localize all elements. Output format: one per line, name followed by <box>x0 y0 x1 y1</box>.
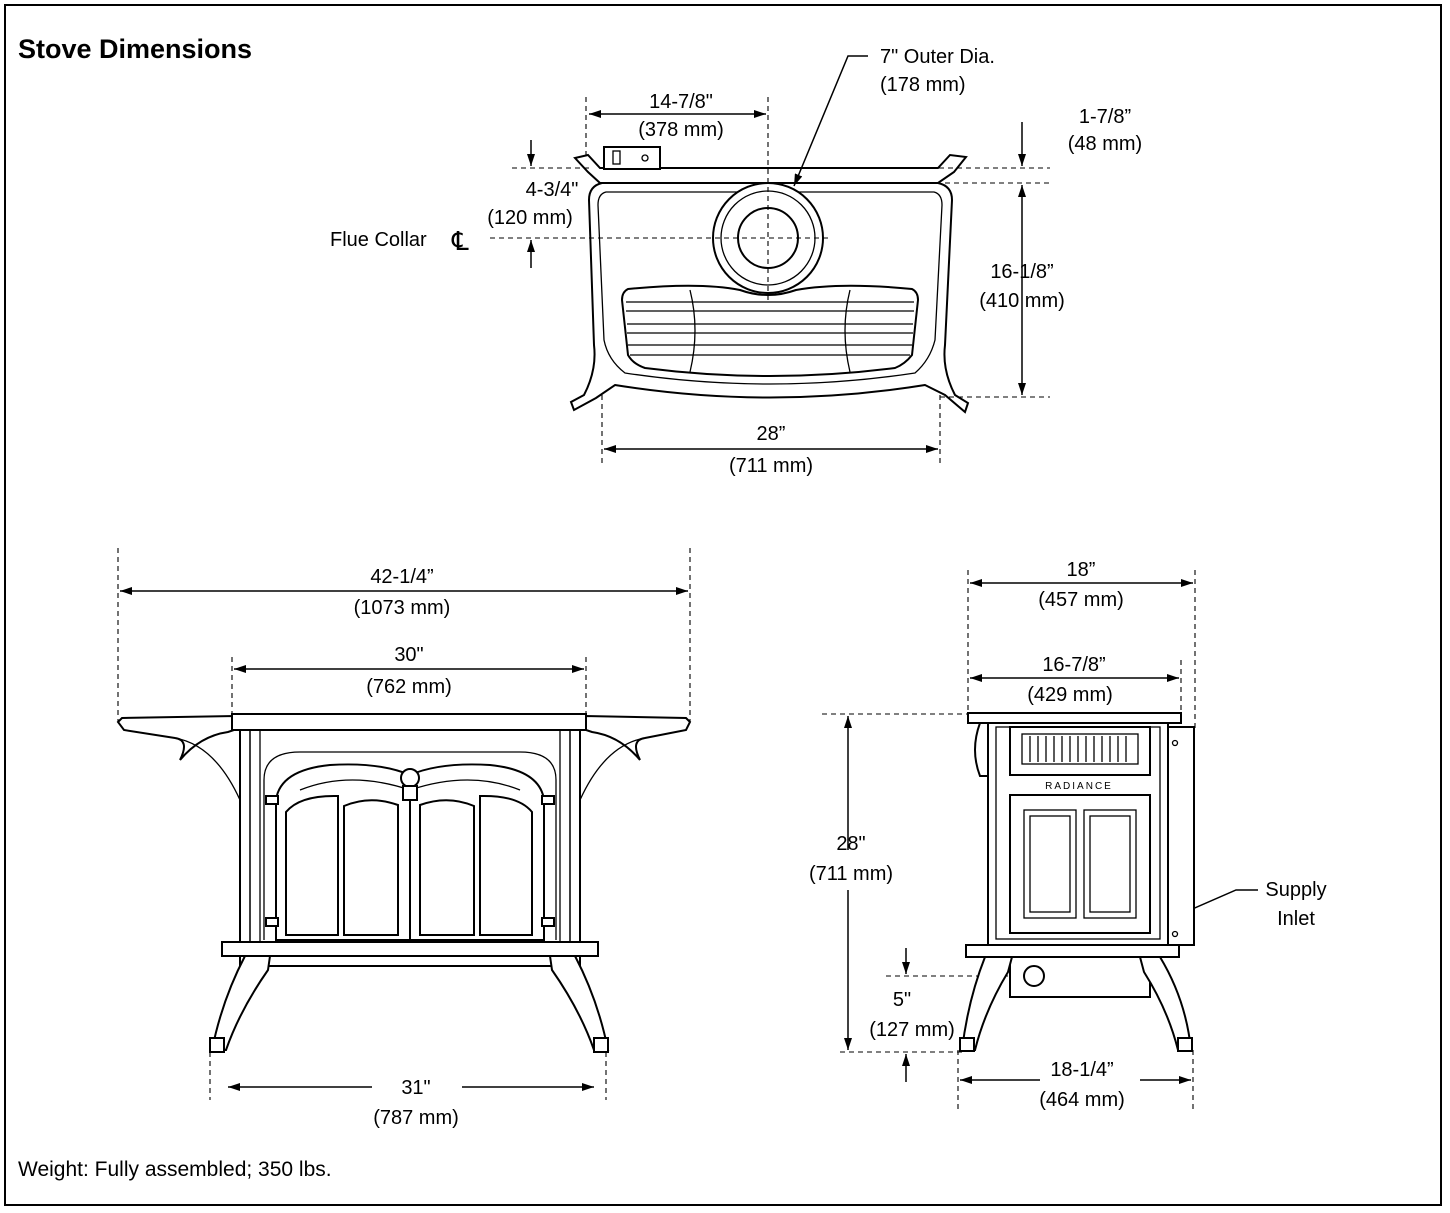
front-left-shelf <box>116 714 242 761</box>
supply-inlet <box>1023 965 1045 987</box>
flue-offset-label: 14-7/8" <box>649 91 713 113</box>
front-view: 42-1/4” (1073 mm) 30" (762 mm) 31" (787 … <box>116 548 692 1129</box>
weight-note: Weight: Fully assembled; 350 lbs. <box>18 1158 332 1181</box>
top-width-label: 30" <box>394 644 423 666</box>
side-door-panel <box>1009 794 1151 934</box>
height-mm: (711 mm) <box>809 863 893 885</box>
top-view: 7" Outer Dia. (178 mm) 14-7/8" (378 mm) … <box>330 46 1142 477</box>
brand-plate: RADIANCE <box>1045 781 1113 792</box>
flue-dia-mm: (178 mm) <box>880 74 966 96</box>
top-edge-mm: (48 mm) <box>1068 133 1142 155</box>
side-top-plate <box>967 712 1182 724</box>
leg-width-mm: (787 mm) <box>373 1107 459 1129</box>
flue-centerline-label: 4-3/4" <box>526 179 579 201</box>
top-depth-mm: (429 mm) <box>1027 684 1113 706</box>
side-rear-panel <box>1167 726 1195 946</box>
front-top-plate <box>231 713 587 731</box>
overall-width-mm: (1073 mm) <box>354 597 451 619</box>
front-base <box>221 941 599 957</box>
front-door-latch <box>400 768 420 788</box>
side-rear-leg <box>1138 956 1193 1051</box>
front-left-leg <box>210 955 272 1051</box>
leg-depth-label: 18-1/4” <box>1050 1059 1113 1081</box>
side-view: RADIANCE 18” (457 mm) 16-7/8” (429 mm) 2… <box>809 559 1327 1112</box>
side-front-leg <box>960 956 1014 1051</box>
front-right-shelf <box>578 714 692 761</box>
flue-collar-label: Flue Collar <box>330 229 427 251</box>
side-grille-slats <box>1029 736 1127 762</box>
centerline-symbol: ℄ <box>451 226 469 256</box>
depth-mm: (410 mm) <box>979 290 1065 312</box>
flue-centerline-mm: (120 mm) <box>487 207 573 229</box>
width-mm: (711 mm) <box>729 455 813 477</box>
depth-label: 16-1/8” <box>990 261 1053 283</box>
supply-inlet-label-2: Inlet <box>1277 908 1315 930</box>
side-base <box>965 944 1180 958</box>
leg-width-label: 31" <box>401 1077 430 1099</box>
overall-depth-label: 18” <box>1067 559 1096 581</box>
side-grille <box>1009 726 1151 776</box>
inlet-height-mm: (127 mm) <box>869 1019 955 1041</box>
leg-depth-mm: (464 mm) <box>1039 1089 1125 1111</box>
top-plate <box>573 153 968 184</box>
top-width-mm: (762 mm) <box>366 676 452 698</box>
overall-depth-mm: (457 mm) <box>1038 589 1124 611</box>
flue-offset-mm: (378 mm) <box>638 119 724 141</box>
page-title: Stove Dimensions <box>18 34 253 64</box>
width-label: 28” <box>757 423 786 445</box>
top-depth-label: 16-7/8” <box>1042 654 1105 676</box>
flue-dia-label: 7" Outer Dia. <box>880 46 995 68</box>
supply-inlet-label: Supply <box>1265 879 1326 901</box>
height-label: 28" <box>836 833 865 855</box>
inlet-height-label: 5" <box>893 989 911 1011</box>
overall-width-label: 42-1/4” <box>370 566 433 588</box>
top-edge-label: 1-7/8” <box>1079 106 1131 128</box>
top-grille <box>620 284 920 377</box>
front-right-leg <box>548 955 610 1051</box>
